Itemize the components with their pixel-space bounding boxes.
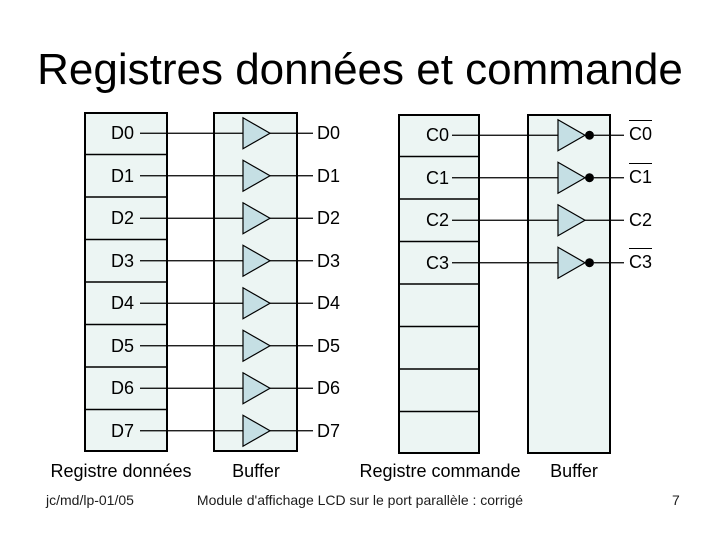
buffer-triangle xyxy=(242,329,272,363)
buffer-triangle xyxy=(242,201,272,235)
inverter-dot xyxy=(585,173,594,183)
register-cell-label: D2 xyxy=(111,208,135,229)
command-buffer-label: Buffer xyxy=(550,461,598,481)
inverter-dot xyxy=(585,130,594,140)
output-label: C0 xyxy=(629,120,653,145)
output-label: D4 xyxy=(317,293,341,314)
register-cell-label: D5 xyxy=(111,335,135,356)
output-label: C2 xyxy=(629,210,653,231)
register-cell-label: D1 xyxy=(111,165,135,186)
inverter-dot xyxy=(585,258,594,268)
footer-title: Module d'affichage LCD sur le port paral… xyxy=(196,492,524,508)
output-label: D5 xyxy=(317,335,341,356)
footer-page-number: 7 xyxy=(672,492,680,508)
buffer-triangle xyxy=(557,246,587,280)
register-cell-label: D3 xyxy=(111,250,135,271)
buffer-triangle xyxy=(242,116,272,150)
buffer-triangle xyxy=(557,203,587,237)
output-label: D3 xyxy=(317,250,341,271)
command-buffer-box xyxy=(527,114,611,454)
output-label: D7 xyxy=(317,420,341,441)
register-cell-label: D7 xyxy=(111,420,135,441)
output-label: C1 xyxy=(629,162,653,188)
register-cell-label: D0 xyxy=(111,123,135,144)
register-cell-label: C3 xyxy=(426,252,450,273)
buffer-triangle xyxy=(557,118,587,152)
buffer-triangle xyxy=(557,161,587,195)
footer-author: jc/md/lp-01/05 xyxy=(46,492,134,508)
data-register-label: Registre données xyxy=(50,461,192,481)
register-cell-label: C2 xyxy=(426,210,450,231)
register-cell-label: C0 xyxy=(426,125,450,146)
buffer-triangle xyxy=(242,286,272,320)
output-label: D2 xyxy=(317,208,341,229)
output-label: D1 xyxy=(317,165,341,186)
buffer-triangle xyxy=(242,371,272,405)
page-title: Registres données et commande xyxy=(37,45,683,94)
output-label: D6 xyxy=(317,378,341,399)
register-cell-label: D4 xyxy=(111,293,135,314)
buffer-triangle xyxy=(242,159,272,193)
buffer-triangle xyxy=(242,244,272,278)
output-label: D0 xyxy=(317,123,341,144)
buffer-triangle xyxy=(242,414,272,448)
register-cell-label: C1 xyxy=(426,167,450,188)
command-register-label: Registre commande xyxy=(359,461,521,481)
output-label: C3 xyxy=(629,247,653,273)
register-cell-label: D6 xyxy=(111,378,135,399)
data-buffer-label: Buffer xyxy=(232,461,280,481)
